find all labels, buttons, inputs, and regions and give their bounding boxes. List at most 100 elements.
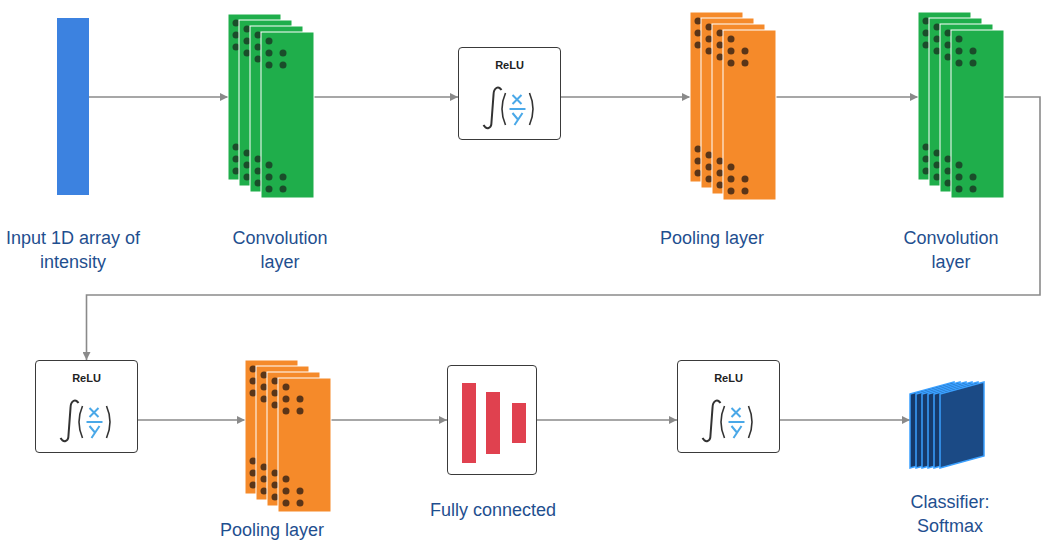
neuron-dot bbox=[233, 44, 240, 51]
activation-box: ReLU bbox=[677, 360, 780, 453]
neuron-dot bbox=[261, 464, 268, 471]
neuron-dot bbox=[272, 390, 279, 397]
neuron-dot bbox=[717, 158, 724, 165]
neuron-dot bbox=[250, 390, 257, 397]
neuron-dot bbox=[261, 372, 268, 379]
neuron-dot bbox=[956, 36, 963, 43]
neuron-dot bbox=[244, 26, 251, 33]
neuron-dot bbox=[280, 174, 287, 181]
neuron-dot bbox=[233, 20, 240, 27]
neuron-dot bbox=[261, 488, 268, 495]
layer-caption: Classifier: Softmax bbox=[890, 490, 1010, 538]
neuron-dot bbox=[728, 176, 735, 183]
neuron-dot bbox=[717, 170, 724, 177]
neuron-dot bbox=[706, 164, 713, 171]
node-shape bbox=[57, 18, 89, 195]
neuron-dot bbox=[255, 156, 262, 163]
neuron-dot bbox=[923, 168, 930, 175]
neuron-dot bbox=[934, 162, 941, 169]
feature-map-sheet bbox=[278, 378, 331, 512]
neuron-dot bbox=[283, 488, 290, 495]
flow-arrow bbox=[89, 96, 228, 98]
neuron-dot bbox=[945, 42, 952, 49]
neuron-dot bbox=[706, 152, 713, 159]
neuron-dot bbox=[742, 48, 749, 55]
neuron-dot bbox=[233, 144, 240, 151]
activation-name: ReLU bbox=[36, 361, 137, 385]
neuron-dot bbox=[695, 158, 702, 165]
neuron-dot bbox=[728, 48, 735, 55]
node-shape bbox=[448, 366, 538, 476]
layer-stack: Pooling layer bbox=[245, 360, 331, 512]
feature-map-sheet bbox=[723, 30, 776, 200]
neuron-dot bbox=[233, 156, 240, 163]
neuron-dot bbox=[233, 32, 240, 39]
neuron-dot bbox=[266, 162, 273, 169]
activation-box: ReLU bbox=[35, 360, 138, 453]
neuron-dot bbox=[283, 408, 290, 415]
neuron-dot bbox=[742, 176, 749, 183]
neuron-dot bbox=[728, 188, 735, 195]
neuron-dot bbox=[706, 24, 713, 31]
neuron-dot bbox=[695, 30, 702, 37]
layer-caption: Convolution layer bbox=[215, 226, 345, 274]
dense-layer-box: Fully connected bbox=[447, 365, 537, 475]
activation-name: ReLU bbox=[459, 48, 560, 72]
neuron-dot bbox=[956, 162, 963, 169]
softmax-slab bbox=[940, 382, 984, 468]
neuron-bar bbox=[512, 403, 526, 443]
neuron-dot bbox=[956, 60, 963, 67]
neuron-dot bbox=[297, 488, 304, 495]
neuron-dot bbox=[244, 162, 251, 169]
neuron-dot bbox=[717, 30, 724, 37]
neuron-dot bbox=[283, 384, 290, 391]
flow-arrow bbox=[537, 419, 677, 421]
node-shape bbox=[690, 12, 776, 200]
neuron-dot bbox=[728, 36, 735, 43]
neuron-dot bbox=[255, 180, 262, 187]
neuron-dot bbox=[695, 146, 702, 153]
neuron-dot bbox=[923, 42, 930, 49]
neuron-dot bbox=[945, 168, 952, 175]
neuron-dot bbox=[297, 500, 304, 507]
layer-caption: Input 1D array of intensity bbox=[0, 226, 153, 274]
feature-map-sheet bbox=[261, 32, 314, 198]
node-shape bbox=[918, 12, 1004, 198]
layer-stack: Convolution layer bbox=[918, 12, 1004, 198]
neuron-dot bbox=[945, 156, 952, 163]
neuron-dot bbox=[742, 60, 749, 67]
layer-caption: Fully connected bbox=[408, 498, 578, 522]
neuron-dot bbox=[280, 50, 287, 57]
neuron-dot bbox=[250, 470, 257, 477]
flow-arrow bbox=[331, 419, 447, 421]
neuron-dot bbox=[923, 30, 930, 37]
neuron-dot bbox=[244, 174, 251, 181]
neuron-dot bbox=[717, 182, 724, 189]
neuron-bar bbox=[462, 383, 476, 463]
neuron-dot bbox=[934, 24, 941, 31]
feature-map bbox=[951, 30, 1004, 198]
neuron-dot bbox=[297, 396, 304, 403]
layer-caption: Pooling layer bbox=[197, 518, 347, 542]
neuron-dot bbox=[266, 186, 273, 193]
neuron-dot bbox=[706, 48, 713, 55]
input-bar bbox=[57, 18, 89, 195]
neuron-dot bbox=[272, 482, 279, 489]
flow-arrow bbox=[561, 96, 690, 98]
classifier-icon: Classifier: Softmax bbox=[910, 380, 990, 472]
input-array: Input 1D array of intensity bbox=[57, 18, 89, 195]
flow-arrow bbox=[780, 419, 910, 421]
neuron-dot bbox=[250, 482, 257, 489]
neuron-dot bbox=[956, 48, 963, 55]
feature-map-sheet bbox=[951, 30, 1004, 198]
node-shape bbox=[910, 380, 990, 472]
neuron-dot bbox=[695, 170, 702, 177]
neuron-dot bbox=[261, 384, 268, 391]
neuron-dot bbox=[272, 494, 279, 501]
neuron-dot bbox=[934, 150, 941, 157]
neuron-dot bbox=[934, 36, 941, 43]
flow-arrow bbox=[314, 96, 458, 98]
neuron-dot bbox=[255, 44, 262, 51]
neuron-dot bbox=[297, 408, 304, 415]
neuron-dot bbox=[280, 62, 287, 69]
